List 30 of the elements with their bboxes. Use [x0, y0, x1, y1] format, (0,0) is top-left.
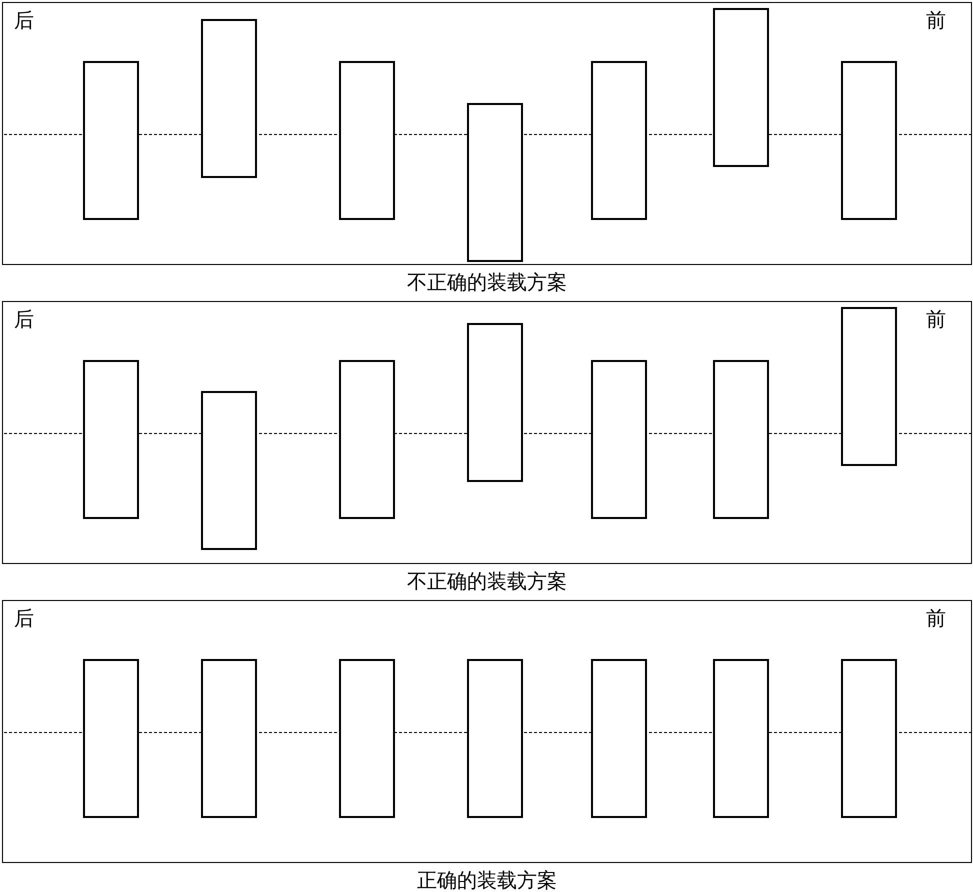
load-block [201, 19, 257, 178]
scheme-caption: 不正确的装载方案 [406, 569, 568, 593]
load-block [713, 659, 769, 818]
load-block [467, 103, 523, 262]
load-block [591, 360, 647, 519]
load-block [339, 659, 395, 818]
load-block [201, 659, 257, 818]
load-block [467, 659, 523, 818]
load-block [591, 61, 647, 220]
front-label: 前 [926, 8, 946, 32]
scheme-caption: 正确的装载方案 [416, 868, 558, 892]
load-block [83, 659, 139, 818]
load-block [339, 61, 395, 220]
load-block [83, 360, 139, 519]
load-block [83, 61, 139, 220]
load-block [339, 360, 395, 519]
load-block [713, 360, 769, 519]
load-block [841, 307, 897, 466]
load-block [841, 61, 897, 220]
load-block [467, 323, 523, 482]
rear-label: 后 [14, 8, 34, 32]
load-block [201, 391, 257, 550]
front-label: 前 [926, 606, 946, 630]
load-block [841, 659, 897, 818]
rear-label: 后 [14, 307, 34, 331]
rear-label: 后 [14, 606, 34, 630]
load-block [591, 659, 647, 818]
scheme-caption: 不正确的装载方案 [406, 270, 568, 294]
load-block [713, 8, 769, 167]
front-label: 前 [926, 307, 946, 331]
